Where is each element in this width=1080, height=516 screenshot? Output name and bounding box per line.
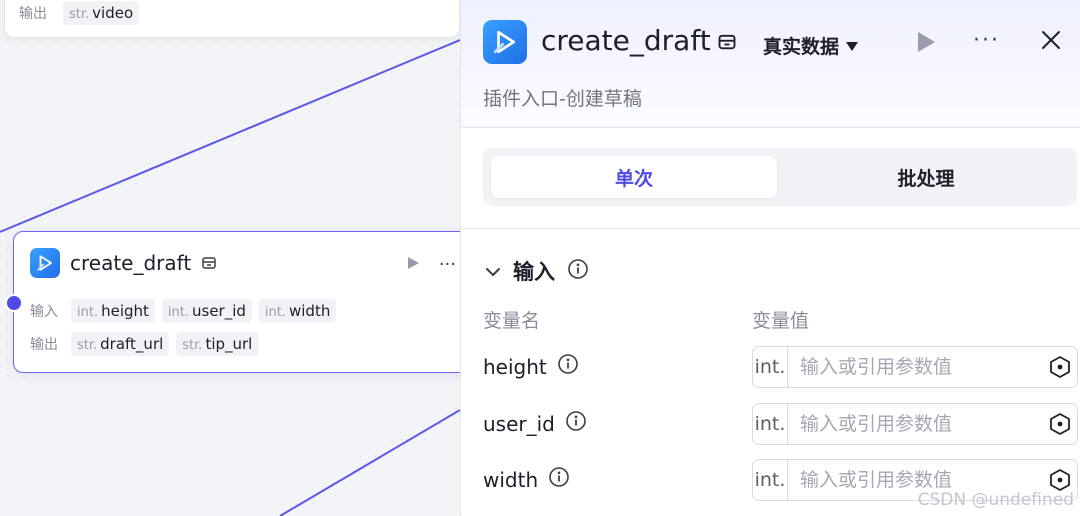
tag-name: width xyxy=(289,302,331,320)
param-row-width: width xyxy=(483,466,570,493)
watermark: CSDN @undefined xyxy=(917,490,1074,510)
create-draft-node[interactable]: create_draft ··· 输入 int.height int.user_… xyxy=(13,231,471,373)
run-node-icon[interactable] xyxy=(405,255,421,275)
section-title: 输入 xyxy=(513,260,555,284)
node-output-row: 输出 str.draft_url str.tip_url xyxy=(30,332,259,356)
param-value-input-user-id[interactable] xyxy=(788,413,1043,435)
panel-header: create_draft 真实数据 ··· 插件入口-创建草稿 xyxy=(461,0,1080,128)
tag-name: video xyxy=(92,4,134,22)
panel-description: 插件入口-创建草稿 xyxy=(483,88,642,110)
node-input-row: 输入 int.height int.user_id int.width xyxy=(30,299,337,323)
panel-more-button[interactable]: ··· xyxy=(973,28,1000,53)
plugin-play-icon xyxy=(30,248,60,278)
tag-type: str. xyxy=(69,7,90,22)
input-tag-width: int.width xyxy=(258,299,337,323)
upstream-output-row: 输出 str. video xyxy=(19,1,140,25)
run-mode-tabs: 单次 批处理 xyxy=(483,148,1077,206)
edge-bottom xyxy=(279,409,460,516)
tab-single[interactable]: 单次 xyxy=(491,156,777,198)
chevron-down-icon[interactable] xyxy=(485,259,501,283)
input-tag-user-id: int.user_id xyxy=(161,299,252,323)
output-tag-video: str. video xyxy=(63,1,140,25)
data-mode-dropdown[interactable]: 真实数据 xyxy=(763,32,859,59)
param-field-height: int. xyxy=(752,346,1078,388)
info-icon[interactable] xyxy=(565,410,587,437)
output-tag-draft-url: str.draft_url xyxy=(71,332,170,356)
edge-top xyxy=(0,39,460,233)
input-tag-height: int.height xyxy=(71,299,155,323)
tab-batch[interactable]: 批处理 xyxy=(897,167,955,190)
divider xyxy=(461,228,1080,229)
tag-type: int. xyxy=(264,305,286,320)
reference-variable-icon[interactable] xyxy=(1043,355,1077,379)
tag-type: str. xyxy=(182,338,203,353)
param-name: user_id xyxy=(483,411,555,436)
upstream-node[interactable]: 输出 str. video xyxy=(4,0,460,38)
close-icon[interactable] xyxy=(1039,28,1063,56)
column-header-value: 变量值 xyxy=(752,310,810,332)
reference-variable-icon[interactable] xyxy=(1043,468,1077,492)
node-title: create_draft xyxy=(70,251,192,275)
store-icon xyxy=(201,255,217,271)
info-icon[interactable] xyxy=(557,353,579,380)
node-header: create_draft xyxy=(30,248,217,278)
param-type-badge: int. xyxy=(753,460,788,500)
param-value-input-height[interactable] xyxy=(788,356,1043,378)
param-row-user-id: user_id xyxy=(483,410,587,437)
reference-variable-icon[interactable] xyxy=(1043,412,1077,436)
info-icon[interactable] xyxy=(548,466,570,493)
param-name: width xyxy=(483,467,539,492)
param-field-user-id: int. xyxy=(752,403,1078,445)
param-type-badge: int. xyxy=(753,404,788,444)
connection-edges xyxy=(0,39,460,516)
param-name: height xyxy=(483,354,547,379)
param-type-badge: int. xyxy=(753,347,788,387)
output-label: 输出 xyxy=(19,6,47,22)
panel-title: create_draft xyxy=(541,24,711,57)
tag-name: height xyxy=(101,302,149,320)
tag-name: draft_url xyxy=(100,335,164,353)
input-section-header[interactable]: 输入 xyxy=(485,256,589,286)
run-test-icon[interactable] xyxy=(915,30,937,58)
plugin-play-icon xyxy=(483,20,527,64)
output-tag-tip-url: str.tip_url xyxy=(176,332,259,356)
tag-type: int. xyxy=(167,305,189,320)
tag-name: user_id xyxy=(192,302,246,320)
node-actions: ··· xyxy=(405,254,456,275)
param-value-input-width[interactable] xyxy=(788,469,1043,491)
param-field-width: int. xyxy=(752,459,1078,501)
node-input-port[interactable] xyxy=(5,294,23,312)
data-mode-label: 真实数据 xyxy=(763,36,840,58)
param-row-height: height xyxy=(483,353,579,380)
info-icon[interactable] xyxy=(567,258,589,285)
caret-down-icon xyxy=(845,35,859,57)
tag-type: int. xyxy=(77,305,99,320)
input-label: 输入 xyxy=(30,304,58,320)
output-label: 输出 xyxy=(30,337,58,353)
store-icon xyxy=(717,32,737,56)
tag-name: tip_url xyxy=(205,335,253,353)
node-more-button[interactable]: ··· xyxy=(438,254,456,275)
tag-type: str. xyxy=(77,338,98,353)
column-header-name: 变量名 xyxy=(483,310,541,332)
node-detail-panel: create_draft 真实数据 ··· 插件入口-创建草稿 单次 批处理 输… xyxy=(460,0,1080,516)
